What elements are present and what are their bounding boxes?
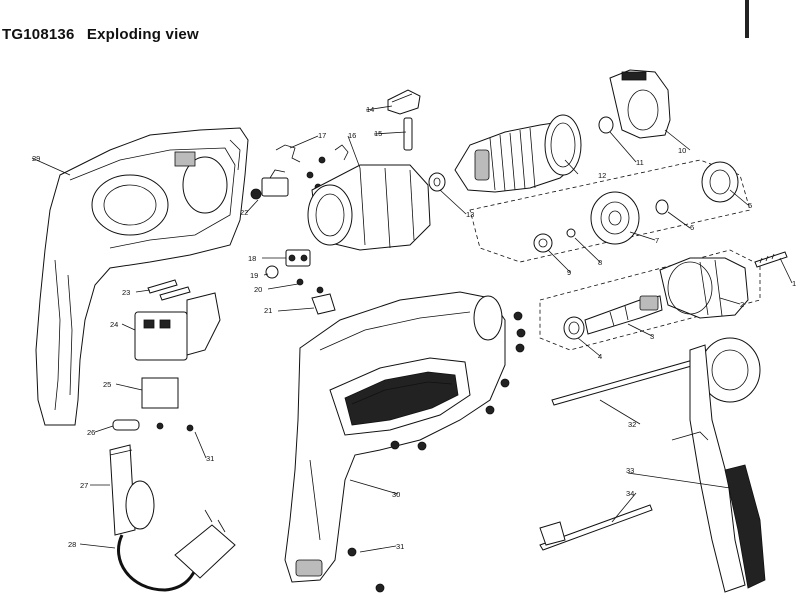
leader-lines [31,105,793,553]
callout-8: 8 [598,258,602,267]
callout-14: 14 [366,105,374,114]
edge-mark [745,0,749,38]
part-23-carbon-brushes [147,279,191,301]
part-5-bearing [701,161,739,203]
part-33-auxiliary-handle [671,337,766,593]
part-12-armature [454,114,582,193]
part-19-capacitor [265,265,279,279]
callout-29: 29 [32,154,40,163]
callout-6: 6 [690,223,694,232]
diagram-title: TG108136 Exploding view [2,26,199,43]
part-11-washer [598,116,614,134]
callout-21: 21 [264,306,272,315]
part-21-bracket [311,293,336,315]
part-4-spring [563,316,585,340]
part-8-pin [566,228,576,238]
callout-4: 4 [598,352,602,361]
callout-15: 15 [374,129,382,138]
callout-12: 12 [598,171,606,180]
title-text: Exploding view [86,26,199,43]
part-20-screw [296,278,324,294]
callout-9: 9 [567,268,571,277]
chuck-group-outline [539,249,761,351]
callout-7: 7 [655,236,659,245]
callout-27: 27 [80,481,88,490]
callout-28: 28 [68,540,76,549]
callout-30: 30 [392,490,400,499]
callout-22: 22 [240,208,248,217]
callout-1: 1 [792,279,796,288]
part-27-cord-sleeve [109,444,155,536]
part-1-chuck-screw [754,251,788,268]
part-29-housing-half [35,127,249,426]
part-7-gear [590,191,640,245]
part-28-power-cord [117,509,236,592]
part-6-ring [655,199,669,215]
callout-26: 26 [87,428,95,437]
callout-23: 23 [122,288,130,297]
part-15-pin [403,117,413,151]
part-24-switch [134,292,221,361]
callout-18: 18 [248,254,256,263]
part-25-label-plate [141,377,179,409]
part-26-cable-clamp [112,419,194,432]
part-10-gearbox-cover [609,69,671,139]
callout-34: 34 [626,489,634,498]
part-32-depth-rod [551,357,703,406]
part-22-brush-holder [250,169,289,200]
callout-10: 10 [678,146,686,155]
callout-labels: 29 14 15 17 16 22 13 12 11 10 5 6 7 8 9 … [32,105,796,551]
callout-5: 5 [748,201,752,210]
callout-19: 19 [250,271,258,280]
callout-11: 11 [636,158,644,167]
callout-25: 25 [103,380,111,389]
callout-33: 33 [626,466,634,475]
callout-20: 20 [254,285,262,294]
part-30-drill-body [284,291,506,583]
part-3-spindle [584,295,663,335]
callout-31b: 31 [396,542,404,551]
part-13-washer [428,172,446,192]
part-18-terminal-block [285,249,311,267]
part-34-locking-pin [539,504,653,551]
part-16-stator [307,164,431,251]
callout-2: 2 [740,300,744,309]
callout-24: 24 [110,320,118,329]
part-17-spring [275,144,349,163]
callout-3: 3 [650,332,654,341]
model-number: TG108136 [2,26,75,43]
callout-16: 16 [348,131,356,140]
part-2-chuck [659,257,749,319]
part-9-bushing [533,233,553,253]
callout-13: 13 [466,210,474,219]
part-14-cap [387,89,421,115]
callout-17: 17 [318,131,326,140]
body-screws [347,311,526,593]
callout-32: 32 [628,420,636,429]
callout-31a: 31 [206,454,214,463]
